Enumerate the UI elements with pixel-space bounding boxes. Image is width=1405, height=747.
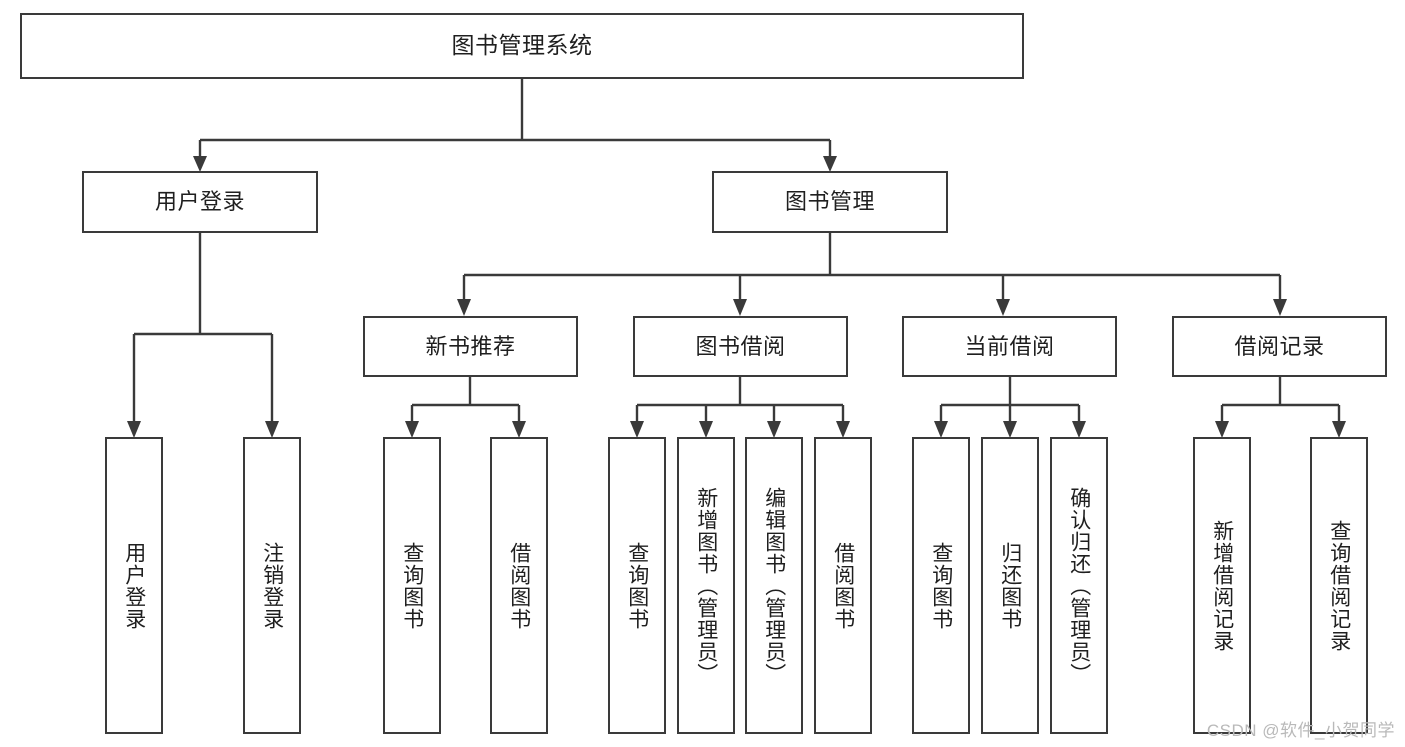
arrow-to-leaf-rec-query [405,421,419,438]
node-leaf-borrow-query[interactable]: 查询图书 [608,437,666,734]
arrow-to-book-manage [823,156,837,172]
arrow-to-leaf-borrow-do [836,421,850,438]
csdn-watermark: CSDN @软件_小贺同学 [1206,721,1395,740]
node-leaf-borrow-edit-label: 编辑图书（管理员） [762,486,786,685]
arrow-to-leaf-user-login [127,421,141,438]
node-leaf-cur-query[interactable]: 查询图书 [912,437,970,734]
node-leaf-borrow-add[interactable]: 新增图书（管理员） [677,437,735,734]
node-user-login-label: 用户登录 [154,189,245,215]
node-leaf-cur-confirm-label: 确认归还（管理员） [1067,486,1091,685]
node-new-book-rec-label: 新书推荐 [425,333,516,359]
arrow-to-current-borrow [996,299,1010,316]
node-borrow-record-label: 借阅记录 [1234,333,1325,359]
node-book-manage[interactable]: 图书管理 [712,171,948,233]
node-leaf-cur-confirm[interactable]: 确认归还（管理员） [1050,437,1108,734]
node-leaf-borrow-do-label: 借阅图书 [831,541,855,630]
arrow-to-leaf-borrow-add [699,421,713,438]
node-leaf-borrow-add-label: 新增图书（管理员） [694,486,718,685]
node-root[interactable]: 图书管理系统 [20,13,1024,79]
node-leaf-borrow-edit[interactable]: 编辑图书（管理员） [745,437,803,734]
node-book-manage-label: 图书管理 [784,189,875,215]
node-leaf-rec-borrow-label: 借阅图书 [507,541,531,630]
node-leaf-user-logout[interactable]: 注销登录 [243,437,301,734]
arrow-to-new-book-rec [457,299,471,316]
arrow-to-leaf-borrow-query [630,421,644,438]
arrow-to-borrow-record [1273,299,1287,316]
node-leaf-user-login[interactable]: 用户登录 [105,437,163,734]
arrow-to-book-borrow [733,299,747,316]
node-leaf-cur-query-label: 查询图书 [929,541,953,630]
node-leaf-rec-query[interactable]: 查询图书 [383,437,441,734]
arrow-to-leaf-rec-add [1215,421,1229,438]
arrow-to-leaf-rec-borrow [512,421,526,438]
arrow-to-user-login [193,156,207,172]
node-leaf-cur-return[interactable]: 归还图书 [981,437,1039,734]
node-book-borrow-label: 图书借阅 [695,333,786,359]
node-leaf-rec-search-label: 查询借阅记录 [1327,519,1351,652]
node-root-label: 图书管理系统 [451,32,593,59]
node-borrow-record[interactable]: 借阅记录 [1172,316,1387,377]
node-current-borrow-label: 当前借阅 [964,333,1055,359]
node-leaf-rec-add-label: 新增借阅记录 [1210,519,1234,652]
node-leaf-borrow-do[interactable]: 借阅图书 [814,437,872,734]
arrow-to-leaf-cur-confirm [1072,421,1086,438]
arrow-to-leaf-borrow-edit [767,421,781,438]
arrow-to-leaf-rec-search [1332,421,1346,438]
arrow-to-leaf-cur-query [934,421,948,438]
arrow-to-leaf-user-logout [265,421,279,438]
node-user-login[interactable]: 用户登录 [82,171,318,233]
node-leaf-rec-borrow[interactable]: 借阅图书 [490,437,548,734]
node-leaf-cur-return-label: 归还图书 [998,541,1022,630]
arrow-to-leaf-cur-return [1003,421,1017,438]
node-current-borrow[interactable]: 当前借阅 [902,316,1117,377]
node-book-borrow[interactable]: 图书借阅 [633,316,848,377]
node-leaf-rec-query-label: 查询图书 [400,541,424,630]
node-leaf-borrow-query-label: 查询图书 [625,541,649,630]
node-leaf-user-login-label: 用户登录 [122,541,146,630]
node-leaf-rec-search[interactable]: 查询借阅记录 [1310,437,1368,734]
node-leaf-user-logout-label: 注销登录 [260,541,284,630]
node-new-book-rec[interactable]: 新书推荐 [363,316,578,377]
node-leaf-rec-add[interactable]: 新增借阅记录 [1193,437,1251,734]
